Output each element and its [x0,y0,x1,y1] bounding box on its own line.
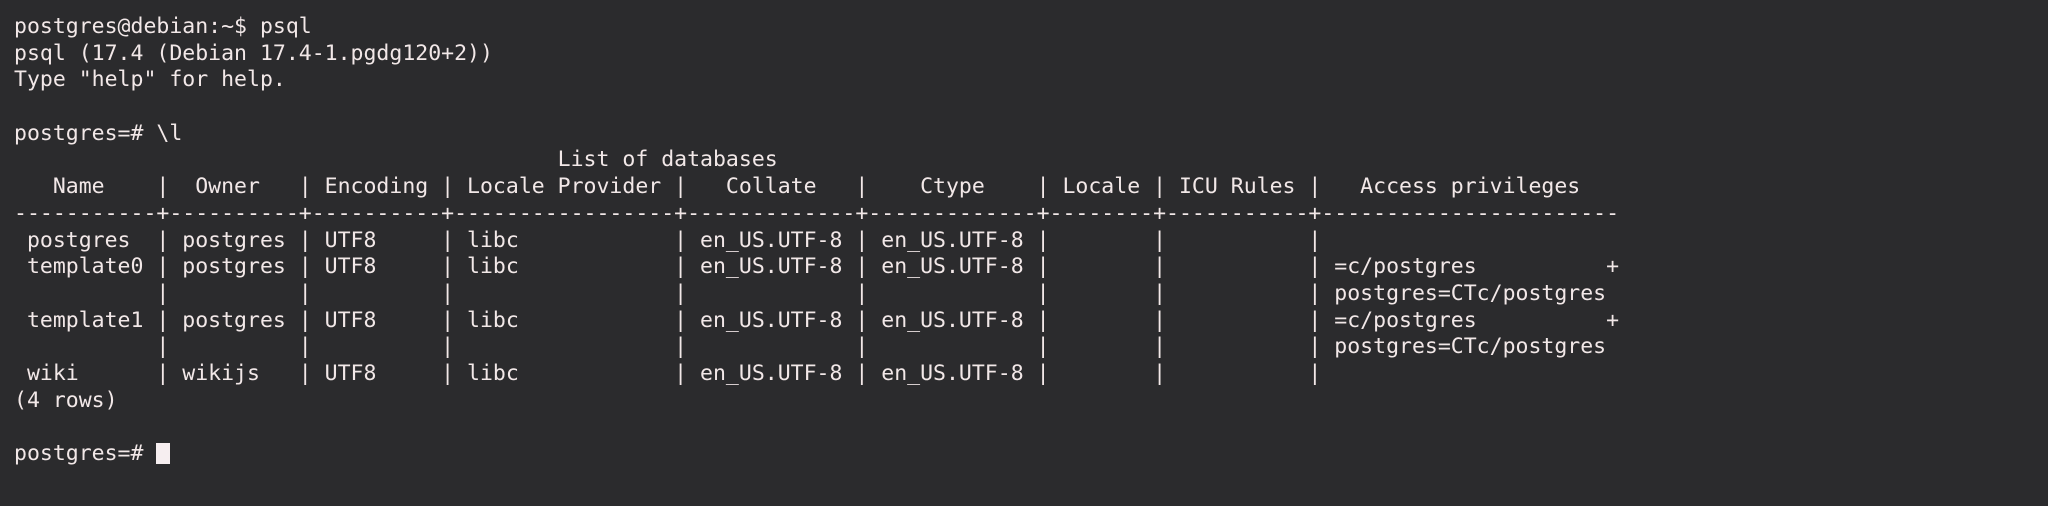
table-row: postgres | postgres | UTF8 | libc | en_U… [14,227,1620,253]
table-row: template0 | postgres | UTF8 | libc | en_… [14,254,1620,280]
row-count-line: (4 rows) [14,387,118,413]
text-cursor[interactable] [156,443,170,464]
blank-line-1 [14,94,2048,121]
psql-prompt-list-databases: postgres=# \l [14,120,183,146]
psql-prompt-text: postgres=# [14,441,157,466]
blank-line-2 [14,414,2048,441]
psql-version-line: psql (17.4 (Debian 17.4-1.pgdg120+2)) [14,40,493,66]
table-row-continuation: | | | | | | | | postgres=CTc/postgres [14,334,1620,360]
psql-help-line: Type "help" for help. [14,67,286,93]
table-title: List of databases [14,147,778,173]
table-header-row: Name | Owner | Encoding | Locale Provide… [14,174,1620,200]
table-row: template1 | postgres | UTF8 | libc | en_… [14,307,1620,333]
table-row-continuation: | | | | | | | | postgres=CTc/postgres [14,280,1620,306]
table-header-separator: -----------+----------+----------+------… [14,200,1620,226]
psql-prompt-active: postgres=# [14,441,2048,468]
shell-command-line: postgres@debian:~$ psql [14,14,312,39]
table-row: wiki | wikijs | UTF8 | libc | en_US.UTF-… [14,360,1620,386]
